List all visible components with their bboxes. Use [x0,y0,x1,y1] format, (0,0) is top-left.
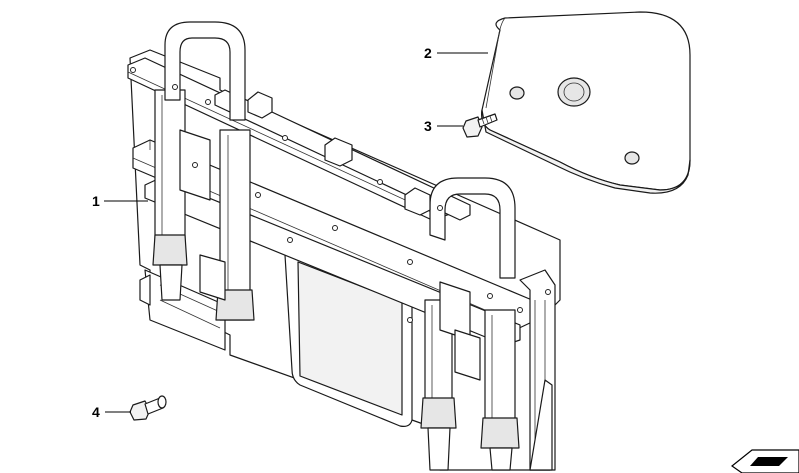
callout-2: 2 [424,45,488,61]
callout-1: 1 [92,193,148,209]
screw-part [462,113,498,138]
callout-label-4: 4 [92,404,100,420]
cover-part [481,11,691,194]
callout-label-2: 2 [424,45,432,61]
bolt-part [129,395,167,421]
callout-label-1: 1 [92,193,100,209]
callout-4: 4 [92,404,131,420]
callout-label-3: 3 [424,118,432,134]
frame-assembly [127,21,561,471]
folded-sheet-icon [730,449,799,473]
callout-3: 3 [424,118,463,134]
